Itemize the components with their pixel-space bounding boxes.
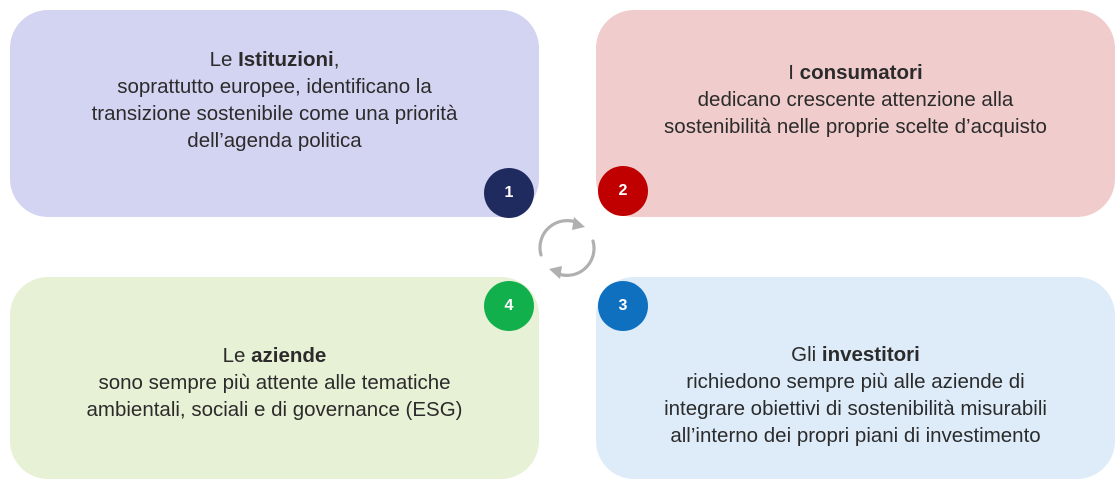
heading-prefix: Le (222, 343, 252, 367)
card-consumatori: I consumatori dedicano crescente attenzi… (596, 10, 1115, 217)
body-line: transizione sostenibile come una priorit… (91, 101, 458, 125)
step-badge-1: 1 (484, 168, 534, 218)
card-text: Le aziende sono sempre più attente alle … (86, 334, 462, 423)
body-line: dell’agenda politica (187, 128, 362, 152)
heading-prefix: Gli (791, 343, 822, 366)
card-text: Le Istituzioni, soprattutto europee, ide… (92, 46, 458, 182)
heading-keyword: investitori (821, 343, 920, 366)
body-line: dedicano crescente attenzione alla (697, 88, 1014, 111)
body-line: sono sempre più attente alle tematiche (98, 370, 451, 394)
card-text: Gli investitori richiedono sempre più al… (664, 307, 1047, 449)
step-badge-4: 4 (484, 281, 534, 331)
card-aziende: Le aziende sono sempre più attente alle … (10, 277, 539, 479)
body-line: sostenibilità nelle proprie scelte d’acq… (664, 115, 1047, 138)
card-istituzioni: Le Istituzioni, soprattutto europee, ide… (10, 10, 539, 217)
heading-keyword: Istituzioni (238, 47, 334, 71)
heading-suffix: , (333, 47, 340, 71)
body-line: integrare obiettivi di sostenibilità mis… (664, 397, 1047, 420)
card-text: I consumatori dedicano crescente attenzi… (664, 59, 1047, 168)
body-line: ambientali, sociali e di governance (ESG… (86, 397, 463, 421)
body-line: soprattutto europee, identificano la (117, 74, 432, 98)
cycle-arrows-icon (538, 217, 596, 279)
heading-prefix: Le (209, 47, 239, 71)
card-investitori: Gli investitori richiedono sempre più al… (596, 277, 1115, 479)
step-badge-3: 3 (598, 281, 648, 331)
body-line: all’interno dei propri piani di investim… (670, 424, 1041, 447)
heading-keyword: consumatori (799, 61, 923, 84)
heading-prefix: I (788, 61, 800, 84)
body-line: richiedono sempre più alle aziende di (686, 370, 1025, 393)
heading-keyword: aziende (251, 343, 327, 367)
step-badge-2: 2 (598, 166, 648, 216)
